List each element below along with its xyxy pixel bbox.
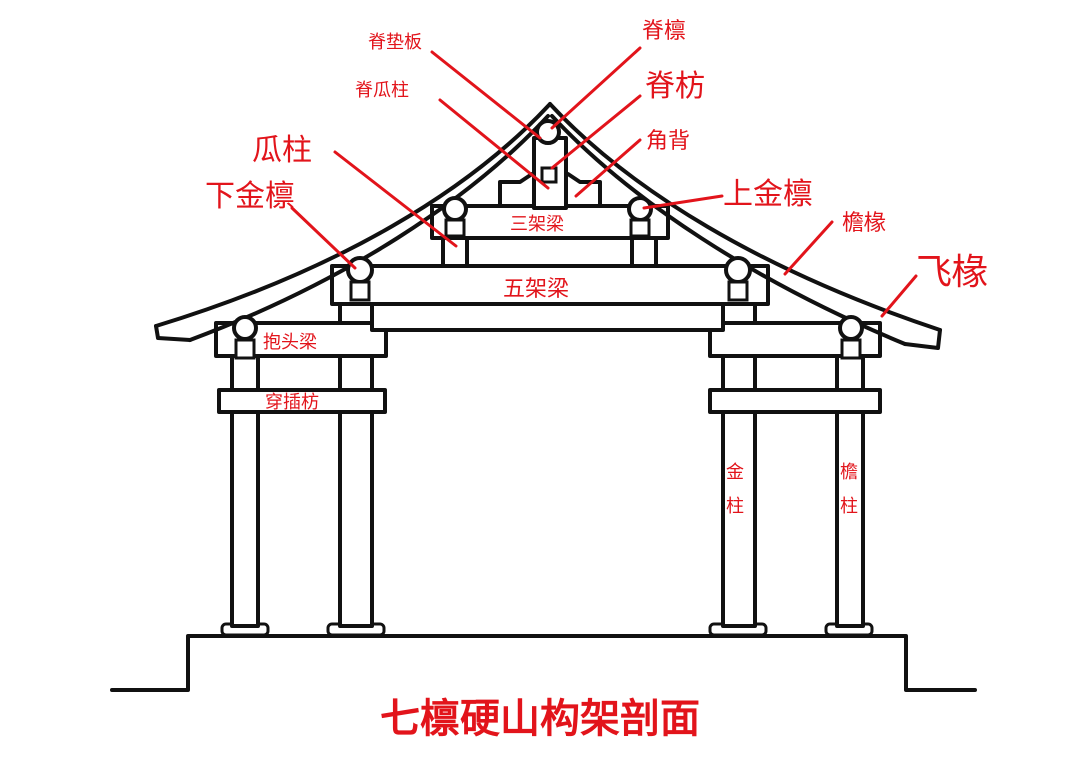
- diagram-title: 七檩硬山构架剖面: [380, 696, 700, 742]
- label-golden-column-2: 柱: [726, 496, 744, 517]
- label-melon-column: 瓜柱: [252, 133, 312, 168]
- purlin-pads: [234, 218, 862, 360]
- platform: [110, 634, 977, 692]
- right-upper-golden-purlin: [627, 196, 653, 222]
- label-ridge-melon-column: 脊瓜柱: [355, 80, 409, 101]
- right-tie-beam: [708, 388, 882, 414]
- five-rafter-beam: [330, 264, 770, 306]
- label-eave-beam: 抱头梁: [263, 332, 317, 353]
- left-lower-golden-purlin: [346, 256, 374, 284]
- label-eave-rafter: 檐椽: [842, 211, 886, 236]
- left-eave-purlin: [232, 315, 258, 341]
- right-lower-golden-purlin: [724, 256, 752, 284]
- label-ridge-pad-board: 脊垫板: [368, 32, 422, 53]
- left-tie-beam: [217, 388, 387, 414]
- label-flying-rafter: 飞椽: [916, 252, 988, 293]
- label-ridge-tie: 脊枋: [645, 69, 705, 104]
- label-tie-beam: 穿插枋: [265, 392, 319, 413]
- annotations: 脊垫板 脊檩 脊瓜柱 脊枋 角背 瓜柱 下金檩 上金檩 檐椽 飞椽 三架梁 五架…: [205, 19, 988, 517]
- label-upper-golden-purlin: 上金檩: [723, 177, 813, 212]
- label-corner-back: 角背: [646, 129, 690, 154]
- left-upper-golden-purlin: [442, 196, 468, 222]
- ridge-supports: [498, 136, 602, 210]
- melon-columns: [441, 232, 658, 268]
- label-ridge-purlin: 脊檩: [642, 19, 686, 44]
- leader-lines: [290, 46, 918, 318]
- lower-lintel: [370, 300, 725, 332]
- column-bases: [220, 622, 874, 637]
- label-lower-golden-purlin: 下金檩: [205, 179, 295, 214]
- label-five-rafter-beam: 五架梁: [503, 277, 569, 302]
- right-eave-purlin: [838, 315, 864, 341]
- label-eave-column-1: 檐: [840, 462, 858, 483]
- label-three-rafter-beam: 三架梁: [510, 214, 564, 235]
- label-golden-column-1: 金: [726, 462, 744, 483]
- tie-beams: [217, 388, 882, 414]
- eave-beams: [214, 300, 882, 358]
- label-eave-column-2: 柱: [840, 496, 858, 517]
